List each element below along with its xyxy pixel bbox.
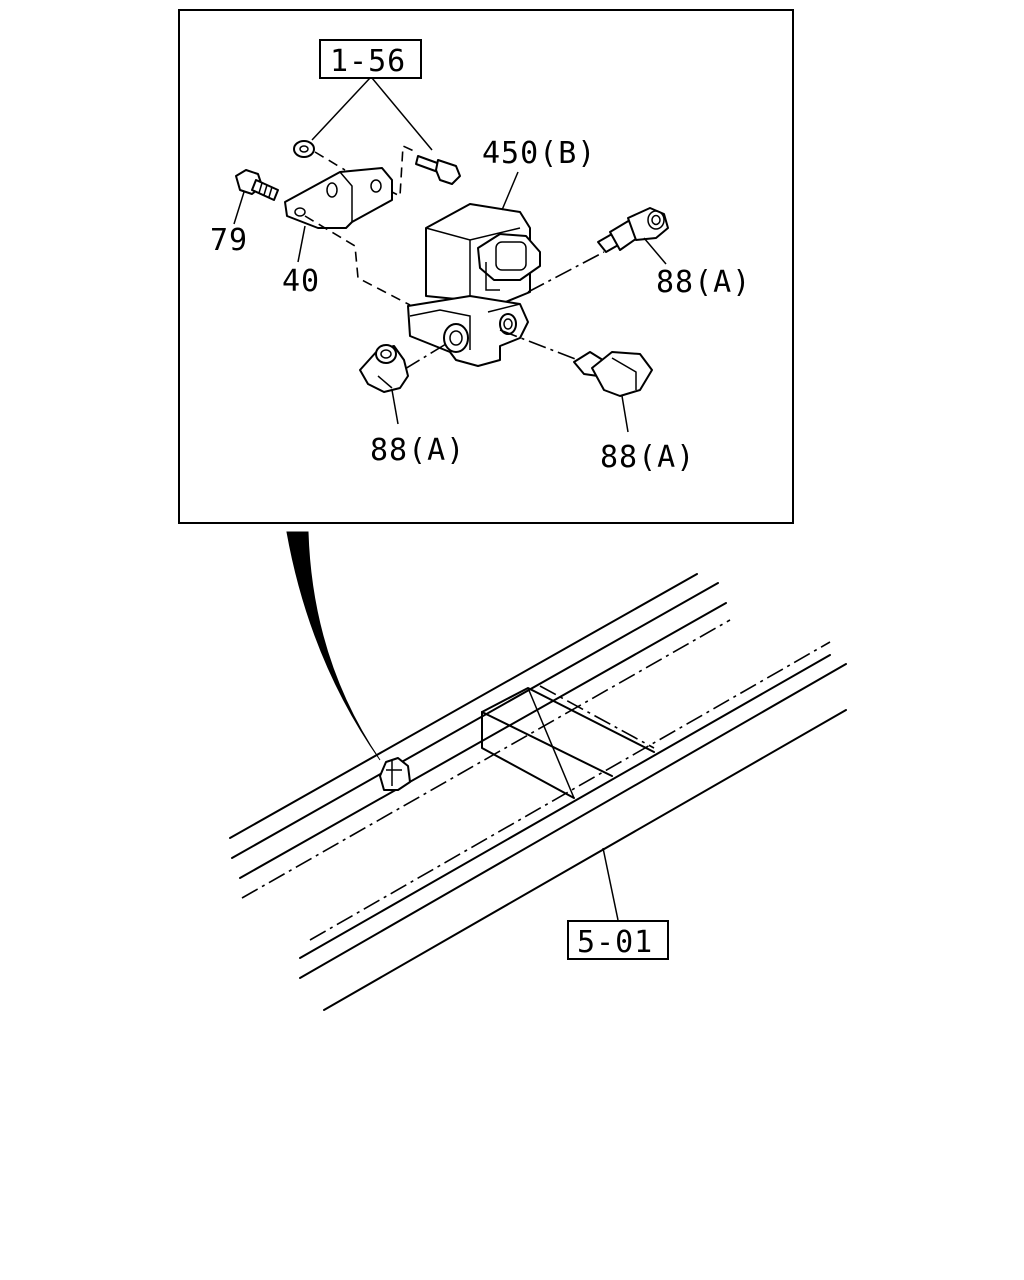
ref-label-1-56: 1-56 (330, 44, 406, 79)
leader-88-elbow (621, 395, 629, 433)
leader-79 (233, 191, 245, 225)
fitting-left-icon (359, 344, 409, 393)
axis-right-fitting (527, 251, 605, 293)
leader-88-left (391, 389, 399, 425)
leader-88-right (643, 237, 667, 265)
label-bracket: 40 (282, 264, 320, 299)
leader-450 (501, 171, 519, 211)
leader-40 (297, 225, 306, 263)
label-fitting-elbow: 88(A) (600, 440, 695, 475)
label-fitting-left: 88(A) (370, 433, 465, 468)
leader-1-56-bolt (371, 77, 433, 151)
ref-label-5-01: 5-01 (577, 925, 653, 960)
label-fitting-right: 88(A) (656, 265, 751, 300)
fitting-right-icon (597, 207, 669, 253)
bolt-79-icon (235, 169, 279, 201)
assembly-line-bracket (304, 215, 411, 306)
elbow-fitting-icon (573, 351, 653, 397)
label-valve: 450(B) (482, 136, 596, 171)
label-bolt: 79 (210, 223, 248, 258)
ref-box-1-56[interactable]: 1-56 (319, 39, 422, 79)
axis-elbow-fitting (499, 329, 579, 361)
small-bolt-icon (415, 155, 461, 185)
flange-nut-icon (293, 140, 315, 158)
detail-pointer (286, 531, 381, 761)
leader-5-01 (602, 847, 619, 921)
axis-left-fitting (399, 343, 447, 373)
leader-1-56-nut (311, 77, 371, 141)
ref-box-5-01[interactable]: 5-01 (567, 920, 669, 960)
solenoid-valve-icon (407, 203, 541, 367)
chassis-frame (229, 573, 847, 1011)
assembly-line-bolt (387, 144, 417, 198)
bracket-40-icon (284, 167, 393, 229)
assembly-line-nut (314, 151, 346, 171)
